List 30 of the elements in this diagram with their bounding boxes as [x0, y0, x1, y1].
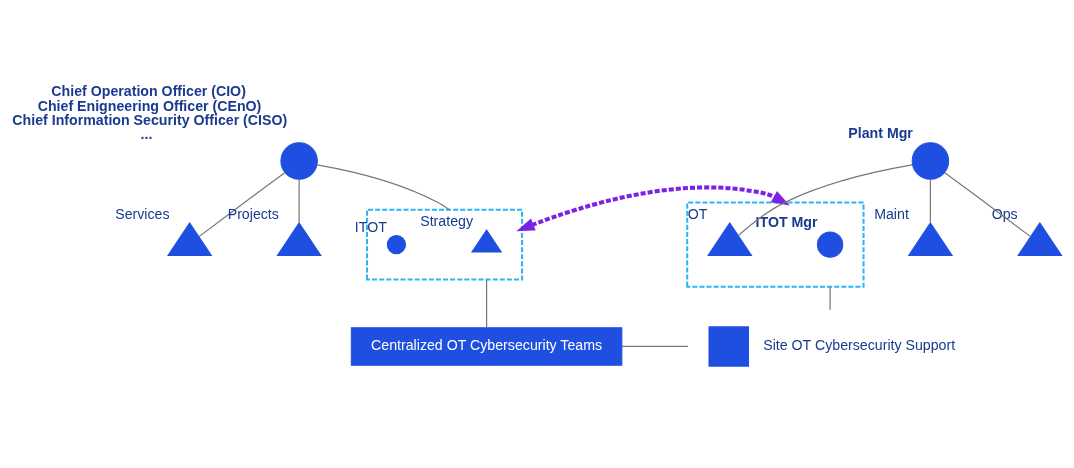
node-label: Plant Mgr	[848, 124, 913, 141]
connector	[737, 163, 913, 236]
node-circle	[386, 234, 407, 254]
node-circle	[816, 230, 844, 258]
node-label: Site OT Cybersecurity Support	[763, 336, 956, 353]
connector	[621, 345, 689, 347]
node-label: ITOT	[354, 218, 387, 235]
connector	[829, 285, 831, 310]
node-label: OT	[687, 205, 708, 222]
node-label: Chief Enigneering Officer (CEnO)	[37, 97, 262, 114]
cluster	[686, 201, 865, 288]
node-box	[708, 325, 750, 367]
connector	[316, 163, 450, 210]
node-circle	[911, 141, 950, 180]
node-label: ITOT Mgr	[755, 213, 818, 230]
connector	[198, 171, 286, 237]
connector	[298, 178, 300, 223]
connector	[485, 278, 488, 328]
node-label: Services	[115, 205, 170, 222]
node-label: Chief Operation Officer (CIO)	[51, 82, 246, 99]
node-label: ...	[140, 125, 153, 142]
node-label: Maint	[874, 205, 909, 222]
node-label: Strategy	[420, 212, 473, 229]
node-label: Ops	[991, 205, 1018, 222]
node-label: Projects	[227, 205, 279, 222]
arrow	[516, 184, 790, 231]
connector	[929, 178, 931, 223]
node-box: Centralized OT Cybersecurity Teams	[350, 326, 623, 366]
node-circle	[280, 141, 318, 180]
connector	[944, 171, 1032, 237]
